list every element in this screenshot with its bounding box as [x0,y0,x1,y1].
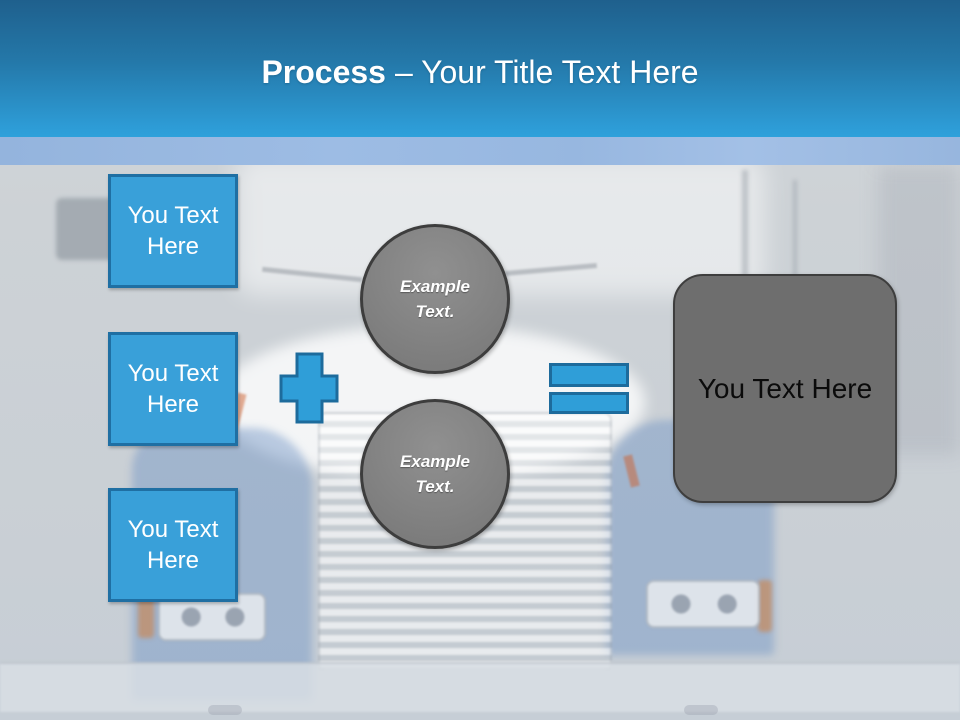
truck-bumper-slot [208,705,242,715]
example-circle-1[interactable]: Example Text. [360,224,510,374]
title-emphasis: Process [261,54,386,90]
text-placeholder-box-2[interactable]: You Text Here [108,332,238,446]
title-rest: – Your Title Text Here [394,54,699,90]
equals-icon[interactable] [549,363,629,387]
circle-label: Example Text. [400,452,470,496]
example-circle-2[interactable]: Example Text. [360,399,510,549]
circle-label: Example Text. [400,277,470,321]
truck-bumper-slot [684,705,718,715]
placeholder-label: You Text Here [127,202,219,260]
header-accent-band [0,137,960,165]
slide-title[interactable]: Process – Your Title Text Here [0,52,960,92]
truck-headlight-left [158,593,266,641]
truck-pillar [742,170,748,330]
text-placeholder-box-3[interactable]: You Text Here [108,488,238,602]
truck-headlight-right [646,580,760,628]
result-placeholder-box[interactable]: You Text Here [673,274,897,503]
plus-icon[interactable] [279,352,339,424]
result-label: You Text Here [697,372,873,404]
truck-pillar [793,180,797,330]
text-placeholder-box-1[interactable]: You Text Here [108,174,238,288]
placeholder-label: You Text Here [127,360,219,418]
equals-icon[interactable] [549,392,629,414]
truck-bumper [0,662,960,712]
placeholder-label: You Text Here [127,516,219,574]
title-bar: Process – Your Title Text Here [0,0,960,137]
truck-blinker-right [758,580,772,632]
